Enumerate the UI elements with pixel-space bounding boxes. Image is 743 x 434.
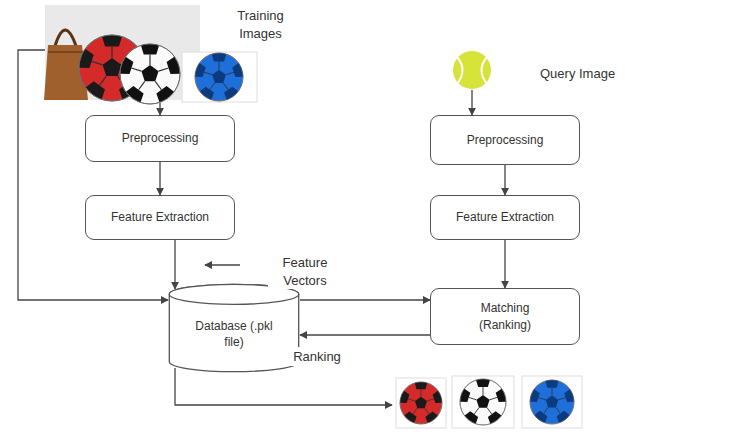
connector xyxy=(18,50,168,300)
query-image: Query Image xyxy=(452,50,492,90)
result-images xyxy=(396,376,582,428)
text-holder: Database (.pkl file) xyxy=(189,318,279,350)
tennis-ball xyxy=(453,51,491,89)
node-label: Feature Extraction xyxy=(111,209,209,225)
edge-label: Feature Vectors xyxy=(270,254,340,289)
text-holder: Preprocessing xyxy=(467,132,544,148)
connector xyxy=(174,240,175,289)
connector xyxy=(159,103,160,115)
training-collage xyxy=(44,5,257,104)
connector xyxy=(300,334,430,335)
node-label: Database (.pkl file) xyxy=(189,318,279,350)
connector xyxy=(504,240,505,288)
connector xyxy=(159,162,160,195)
process-box: Feature Extraction xyxy=(85,195,235,240)
text-holder: Feature Extraction xyxy=(111,209,209,225)
image-caption: Query Image xyxy=(540,65,615,83)
process-box: Feature Extraction xyxy=(430,195,580,240)
result-arrow xyxy=(175,368,392,405)
image-caption: Training Images xyxy=(223,7,298,42)
connector xyxy=(471,90,472,115)
text-holder: Feature Extraction xyxy=(456,209,554,225)
edge-label-patch: Feature Vectors xyxy=(268,254,342,289)
process-box: Preprocessing xyxy=(85,115,235,162)
edge-label-patch: Ranking xyxy=(280,347,354,366)
connector xyxy=(504,165,505,195)
node-label: Preprocessing xyxy=(467,132,544,148)
node-label: Feature Extraction xyxy=(456,209,554,225)
connector xyxy=(300,299,430,300)
pointer-arrow xyxy=(205,264,240,265)
text-holder: Preprocessing xyxy=(122,130,199,146)
node-label: Matching (Ranking) xyxy=(460,300,550,332)
image-group: Training Images xyxy=(45,5,255,103)
process-box: Matching (Ranking) xyxy=(430,288,580,345)
edge-label: Ranking xyxy=(293,348,341,366)
text-holder: Matching (Ranking) xyxy=(460,300,550,332)
process-box: Preprocessing xyxy=(430,115,580,165)
node-label: Preprocessing xyxy=(122,130,199,146)
